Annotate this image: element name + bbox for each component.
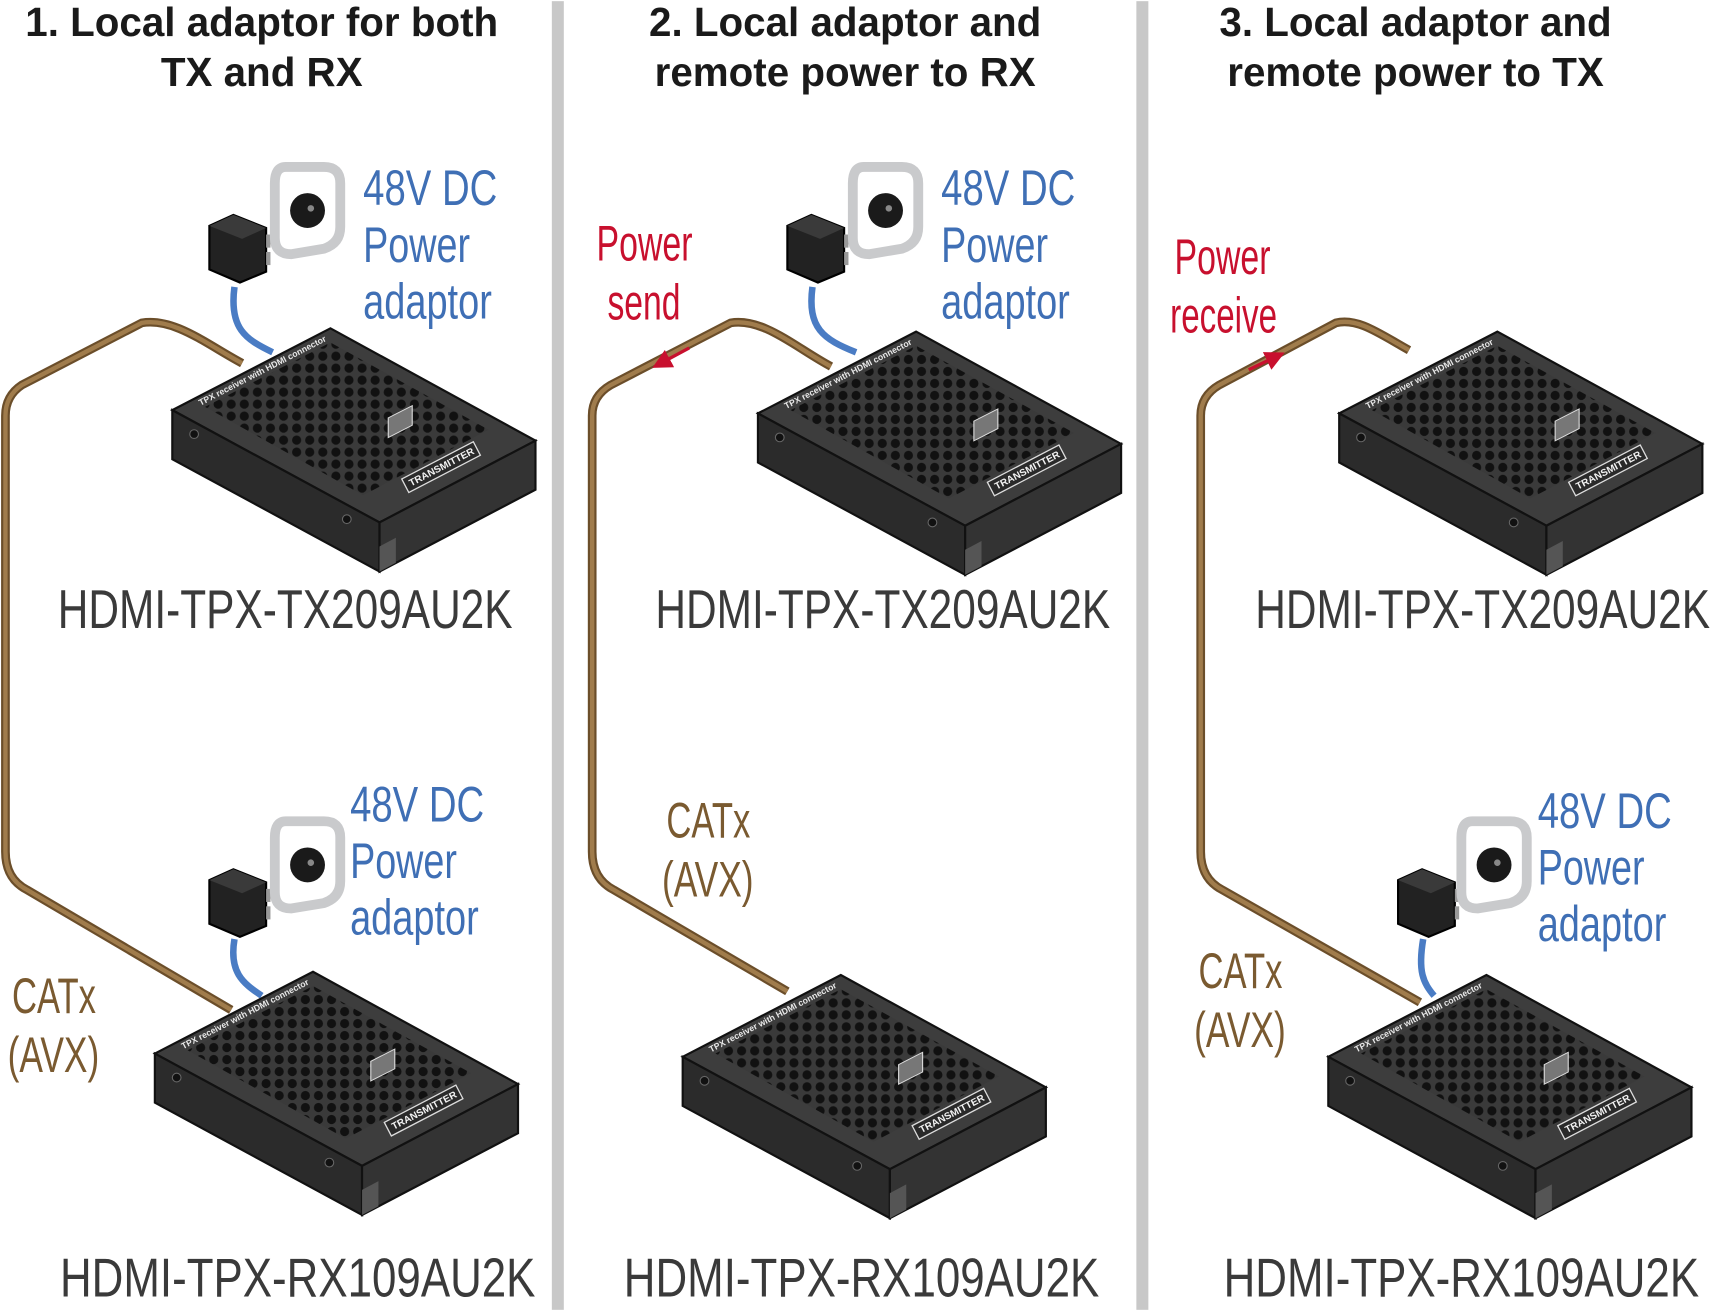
power-direction-arrow [652, 346, 691, 368]
tx-device: TPX receiver with HDMI connector TRANSMI… [756, 330, 1123, 576]
power-direction-arrow [1247, 352, 1285, 372]
power-plug-icon [208, 213, 272, 284]
panel-divider [1136, 1, 1149, 1310]
panel-2: 2. Local adaptor and remote power to RX … [587, 0, 1123, 1309]
adaptor-label: adaptor [350, 890, 479, 946]
panel-title: 1. Local adaptor for both [25, 0, 498, 45]
dc-cable [808, 286, 858, 356]
adaptor-label: 48V DC [350, 776, 484, 832]
tx-device: TPX receiver with HDMI connector TRANSMI… [1338, 330, 1704, 576]
tx-model-label: HDMI-TPX-TX209AU2K [655, 579, 1110, 640]
power-label: send [607, 275, 680, 331]
cable-label: (AVX) [662, 852, 754, 908]
cable-label: CATx [12, 968, 96, 1024]
adaptor-label: adaptor [363, 274, 492, 330]
cable-label: CATx [666, 793, 750, 849]
power-socket-icon [275, 821, 340, 908]
dc-cable [230, 938, 264, 999]
rx-model-label: HDMI-TPX-RX109AU2K [624, 1248, 1099, 1309]
power-label: Power [1175, 229, 1271, 285]
power-plug-icon [786, 213, 850, 284]
adaptor-label: 48V DC [941, 160, 1075, 216]
panel-title: 3. Local adaptor and [1219, 0, 1611, 45]
power-socket-icon [275, 167, 340, 254]
rx-model-label: HDMI-TPX-RX109AU2K [60, 1248, 535, 1309]
power-socket-icon [1461, 821, 1526, 908]
rx-model-label: HDMI-TPX-RX109AU2K [1224, 1248, 1699, 1309]
tx-model-label: HDMI-TPX-TX209AU2K [1255, 579, 1710, 640]
adaptor-label: 48V DC [363, 160, 497, 216]
cable-label: CATx [1199, 943, 1283, 999]
power-label: receive [1170, 288, 1277, 344]
panel-title: remote power to TX [1227, 49, 1604, 95]
cable-label: (AVX) [8, 1027, 100, 1083]
adaptor-label: 48V DC [1538, 783, 1672, 839]
power-plug-icon [1397, 868, 1461, 938]
adaptor-label: Power [350, 833, 457, 889]
rx-device: TPX receiver with HDMI connector TRANSMI… [681, 973, 1047, 1220]
power-plug-icon [208, 868, 272, 938]
tx-model-label: HDMI-TPX-TX209AU2K [58, 579, 513, 640]
adaptor-label: adaptor [1538, 896, 1667, 952]
adaptor-label: adaptor [941, 274, 1070, 330]
panel-title: 2. Local adaptor and [649, 0, 1041, 45]
power-socket-icon [853, 167, 918, 254]
cable-label: (AVX) [1194, 1002, 1286, 1058]
tx-device: TPX receiver with HDMI connector TRANSMI… [171, 327, 537, 573]
panel-title: remote power to RX [655, 49, 1036, 95]
adaptor-label: Power [941, 217, 1048, 273]
adaptor-label: Power [1538, 840, 1645, 896]
panel-3: 3. Local adaptor and remote power to TX … [1170, 0, 1710, 1309]
dc-cable [230, 286, 275, 356]
power-label: Power [597, 216, 693, 272]
adaptor-label: Power [363, 217, 470, 273]
rx-device: TPX receiver with HDMI connector TRANSMI… [153, 970, 520, 1217]
panel-divider [551, 1, 564, 1310]
panel-1: 1. Local adaptor for both TX and RX TPX … [1, 0, 537, 1309]
rx-device: TPX receiver with HDMI connector TRANSMI… [1327, 973, 1693, 1220]
dc-cable [1417, 938, 1437, 998]
panel-title: TX and RX [161, 49, 363, 95]
